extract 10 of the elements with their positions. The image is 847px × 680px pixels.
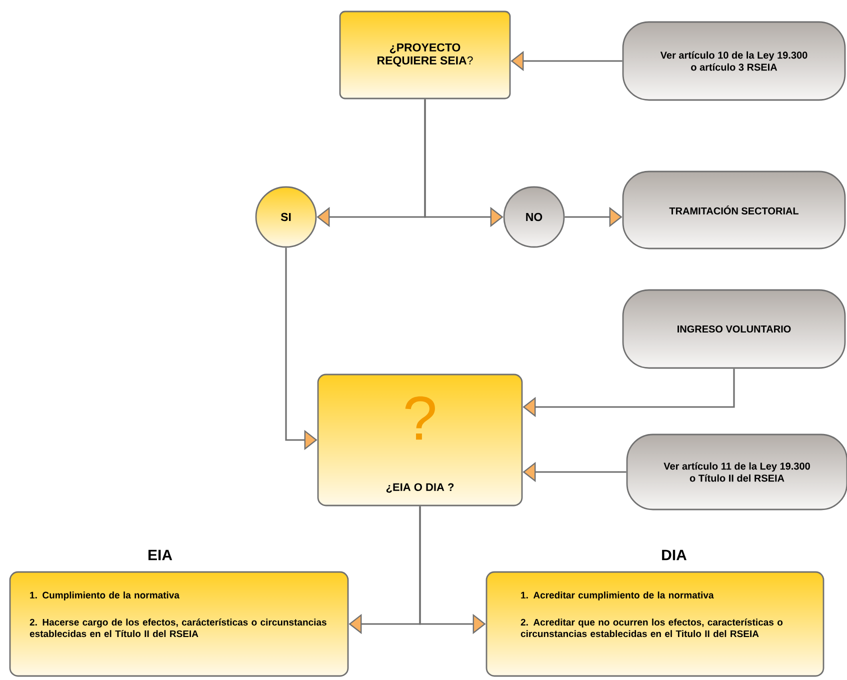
- box-heading: DIA: [662, 550, 687, 560]
- note-box: Ver artículo 11 de la Ley 19.300 o Título II del RSEIA: [626, 434, 847, 510]
- decision-box: ? ¿EIA O DIA ?: [317, 374, 523, 506]
- note-box: TRAMITACIÓN SECTORIAL: [622, 170, 846, 250]
- note-box: INGRESO VOLUNTARIO: [622, 289, 846, 369]
- result-box: 1. Cumplimiento de la normativa 2. Hacerse cargo de los efectos, carácterísticas o circunstancias establecidas en el Título II del RSEIA: [9, 571, 349, 677]
- result-box: 1. Acreditar cumplimiento de la normativa 2. Acreditar que no ocurren los efectos, características o circunstancias establecidas en el Titulo II del RSEIA: [486, 571, 824, 677]
- decision-box: ¿PROYECTO REQUIERE SEIA?: [339, 10, 511, 100]
- box-heading: EIA: [148, 550, 172, 560]
- note-box: Ver artículo 10 de la Ley 19.300 o artículo 3 RSEIA: [622, 21, 846, 101]
